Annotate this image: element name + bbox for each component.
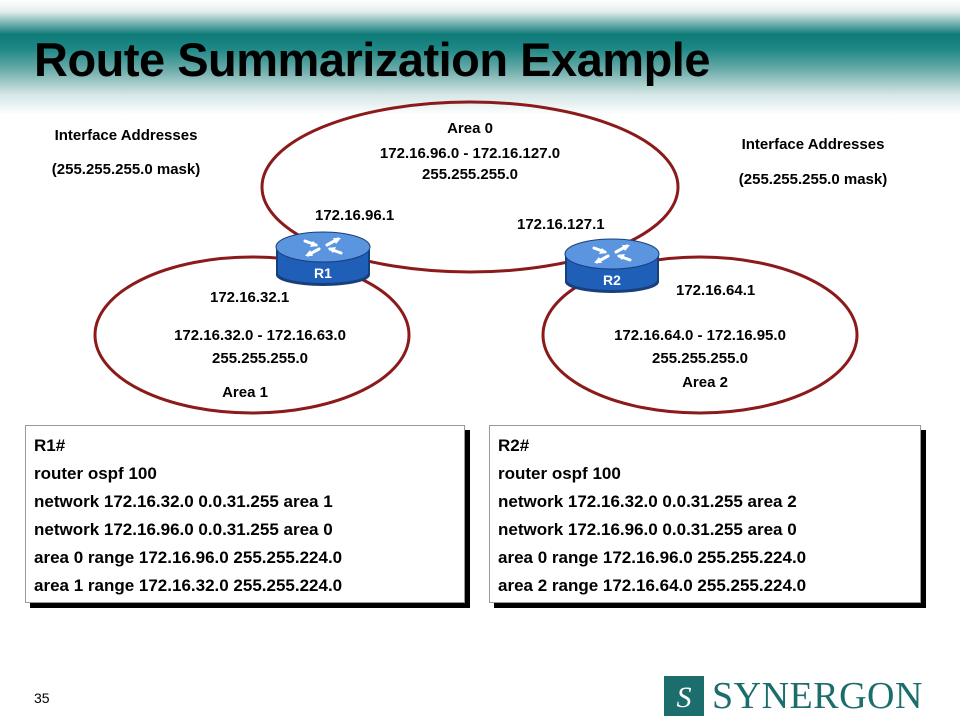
config-r1-line: network 172.16.32.0 0.0.31.255 area 1: [34, 492, 333, 511]
synergon-logo-icon: S: [664, 676, 704, 716]
interface-note-right-line2: (255.255.255.0 mask): [738, 171, 888, 188]
interface-note-left-line2: (255.255.255.0 mask): [51, 161, 201, 178]
r2-area2-ip: 172.16.64.1: [676, 282, 756, 299]
config-r2-line: area 0 range 172.16.96.0 255.255.224.0: [498, 548, 807, 567]
config-r2-box: R2# router ospf 100 network 172.16.32.0 …: [489, 425, 921, 603]
area-0-range: 172.16.96.0 - 172.16.127.0: [379, 145, 561, 162]
area-1-ellipse: [93, 255, 411, 415]
area-1-mask: 255.255.255.0: [212, 350, 308, 367]
area-2-name: Area 2: [682, 374, 728, 391]
area-2-mask: 255.255.255.0: [652, 350, 748, 367]
header-band: [0, 0, 960, 115]
area-2-range: 172.16.64.0 - 172.16.95.0: [614, 327, 786, 344]
r1-area0-ip: 172.16.96.1: [315, 207, 395, 224]
config-r1-line: router ospf 100: [34, 464, 157, 483]
config-r2-line: network 172.16.96.0 0.0.31.255 area 0: [498, 520, 797, 539]
router-r2-label: R2: [603, 272, 621, 288]
router-r2-icon: [564, 238, 660, 293]
area-0-ellipse: [260, 100, 680, 274]
config-r2-line: router ospf 100: [498, 464, 621, 483]
config-r1-line: area 1 range 172.16.32.0 255.255.224.0: [34, 576, 343, 595]
area-0-name: Area 0: [447, 120, 493, 137]
config-r1-line: network 172.16.96.0 0.0.31.255 area 0: [34, 520, 333, 539]
synergon-logo-text: SYNERGON: [712, 675, 923, 717]
config-r1-line: area 0 range 172.16.96.0 255.255.224.0: [34, 548, 343, 567]
config-r2-line: network 172.16.32.0 0.0.31.255 area 2: [498, 492, 797, 511]
interface-note-right-line1: Interface Addresses: [741, 136, 885, 153]
interface-note-left-line1: Interface Addresses: [54, 127, 198, 144]
config-r2-line: area 2 range 172.16.64.0 255.255.224.0: [498, 576, 807, 595]
area-2-ellipse: [541, 255, 859, 415]
page-number: 35: [34, 690, 50, 706]
area-1-name: Area 1: [222, 384, 268, 401]
router-r1-label: R1: [314, 265, 332, 281]
config-r2-prompt: R2#: [498, 436, 530, 455]
r2-area0-ip: 172.16.127.1: [517, 216, 605, 233]
area-1-range: 172.16.32.0 - 172.16.63.0: [174, 327, 346, 344]
logo-mark-letter: S: [677, 681, 692, 714]
config-r1-prompt: R1#: [34, 436, 66, 455]
area-0-mask: 255.255.255.0: [422, 166, 518, 183]
r1-area1-ip: 172.16.32.1: [210, 289, 290, 306]
slide-title: Route Summarization Example: [34, 33, 711, 86]
config-r1-box: R1# router ospf 100 network 172.16.32.0 …: [25, 425, 465, 603]
router-r1-icon: [275, 231, 371, 286]
